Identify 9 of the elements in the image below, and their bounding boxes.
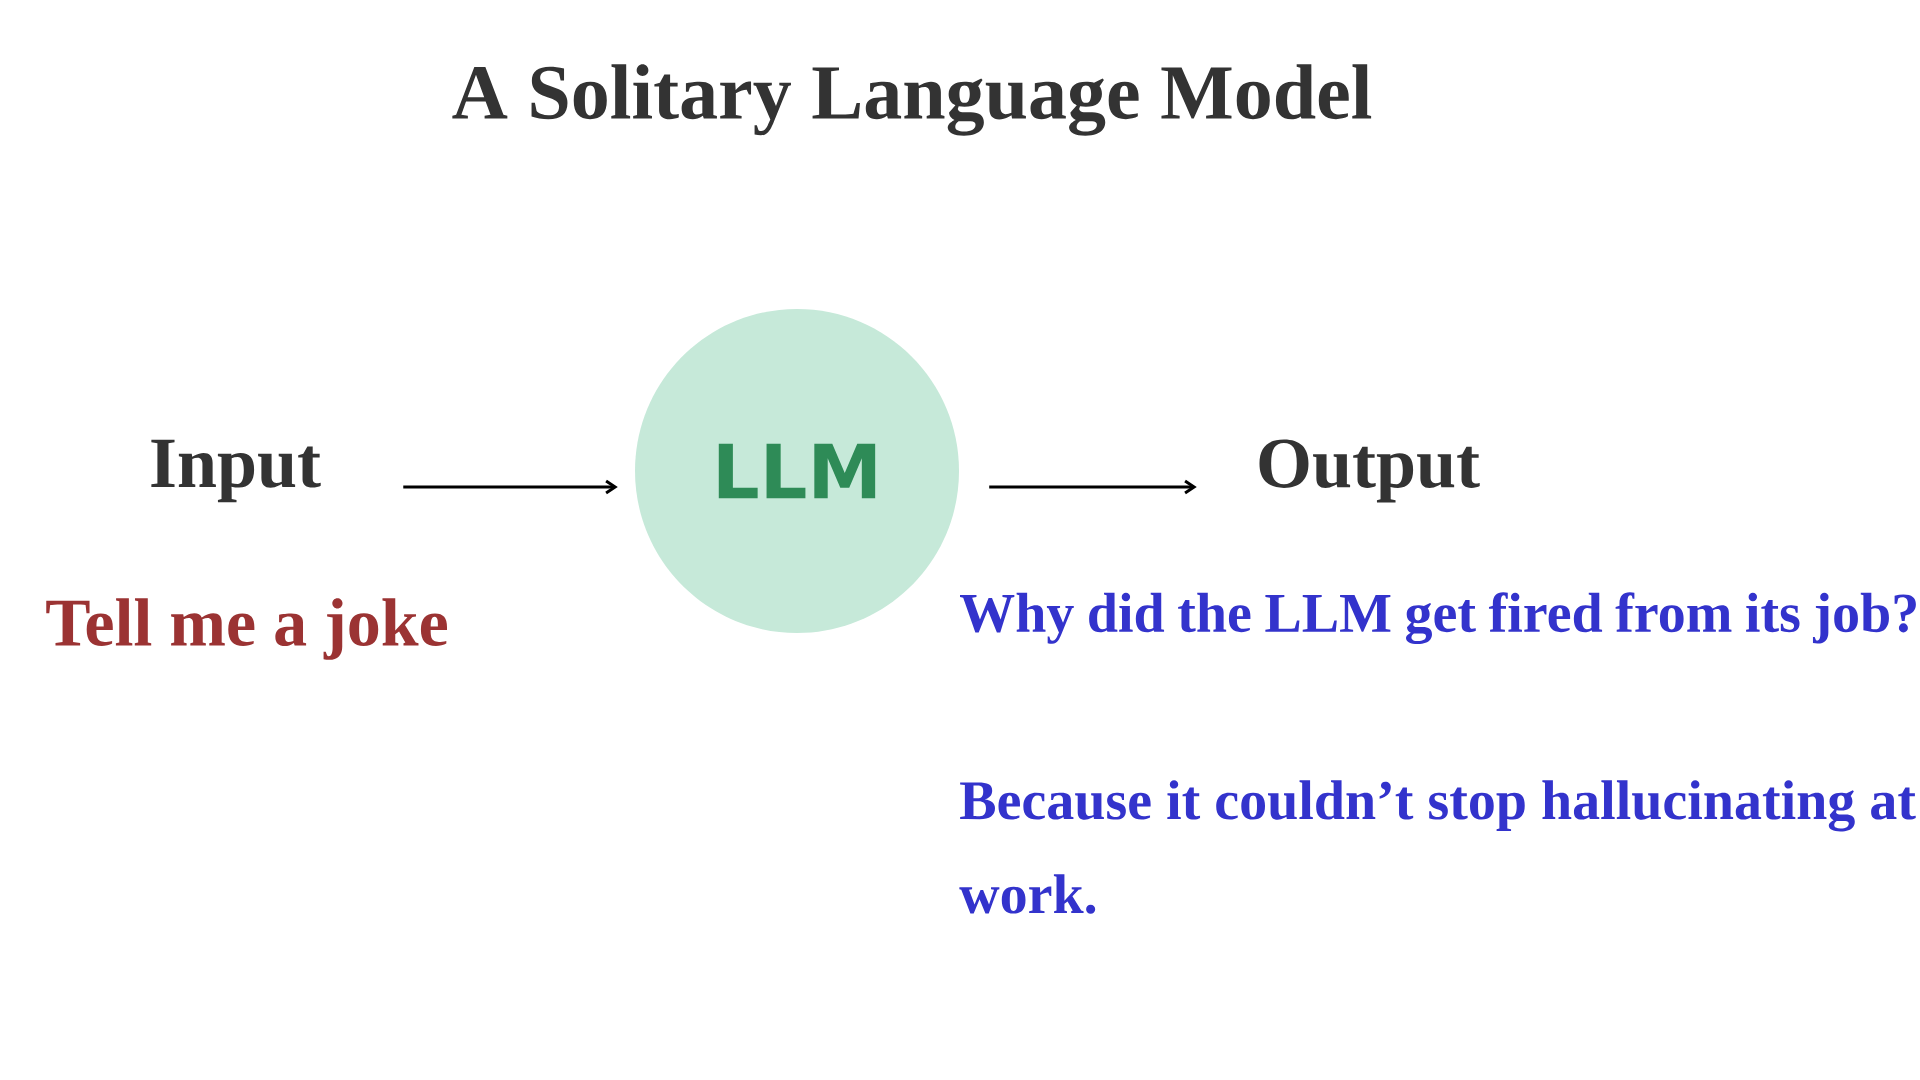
node-label: Output (1259, 439, 1480, 503)
circle-node: LLM (635, 309, 959, 633)
arrow (403, 479, 618, 495)
arrow (989, 479, 1197, 495)
output-text: Why did the LLM get fired from its job? (960, 592, 1916, 644)
title: A Solitary Language Model (452, 64, 1372, 136)
output-text: Because it couldn’t stop hallucinating at work. (959, 780, 1916, 914)
node-label: Input (151, 439, 321, 503)
beside-text: Tell me a joke (46, 598, 447, 660)
